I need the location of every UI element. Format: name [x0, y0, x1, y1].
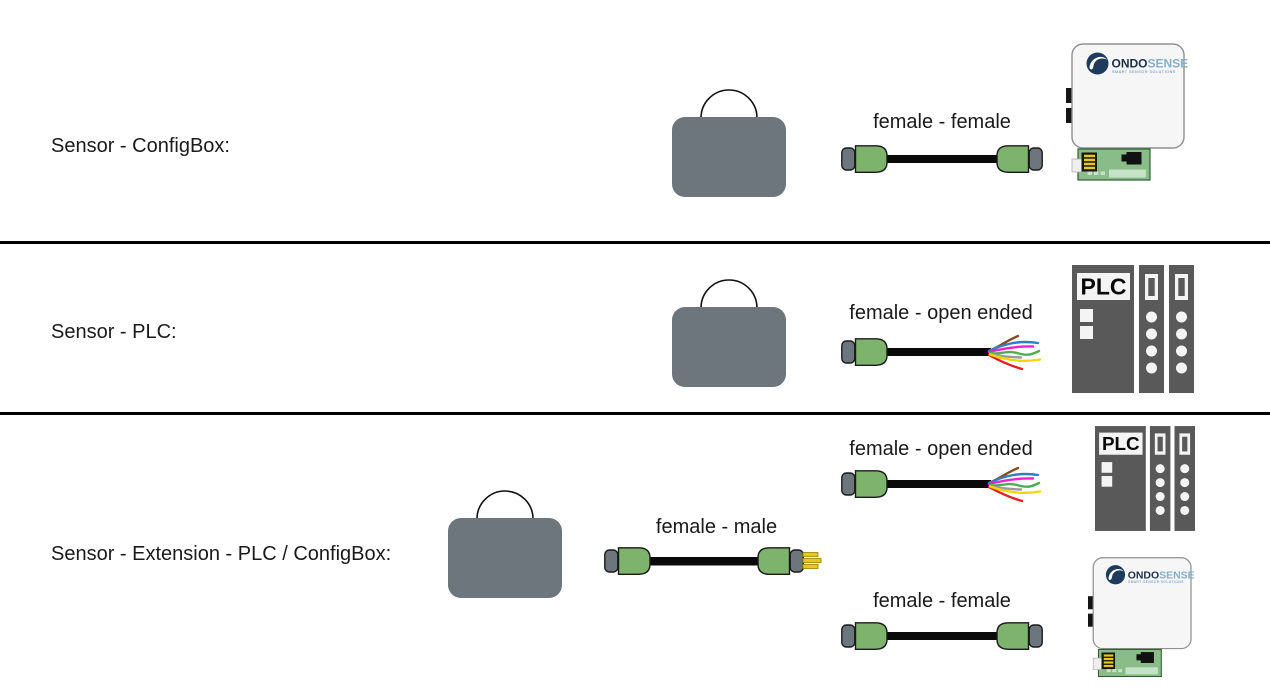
cable-label-female-male: female - male [655, 516, 778, 538]
row-label-sensor-plc: Sensor - PLC: [51, 321, 177, 343]
cable-female-male-icon [604, 547, 822, 575]
sensor-icon [447, 490, 563, 599]
row-divider [0, 412, 1270, 415]
cable-female-open-ended-icon [841, 466, 1042, 503]
cable-female-open-ended-icon [841, 334, 1042, 371]
cable-label-female-female: female - female [873, 590, 1011, 612]
plc-icon [1072, 265, 1194, 393]
cable-label-female-open-ended: female - open ended [849, 438, 1033, 460]
cable-female-female-icon [841, 145, 1043, 173]
cable-female-female-icon [841, 622, 1043, 650]
row-label-sensor-configbox: Sensor - ConfigBox: [51, 135, 230, 157]
plc-icon [1095, 426, 1195, 531]
sensor-icon [671, 89, 787, 198]
configbox-icon [1087, 557, 1196, 678]
cable-label-female-female: female - female [873, 111, 1011, 133]
configbox-icon [1065, 43, 1189, 181]
row-label-sensor-extension: Sensor - Extension - PLC / ConfigBox: [51, 543, 392, 565]
sensor-icon [671, 279, 787, 388]
cable-label-female-open-ended: female - open ended [849, 302, 1033, 324]
row-divider [0, 241, 1270, 244]
